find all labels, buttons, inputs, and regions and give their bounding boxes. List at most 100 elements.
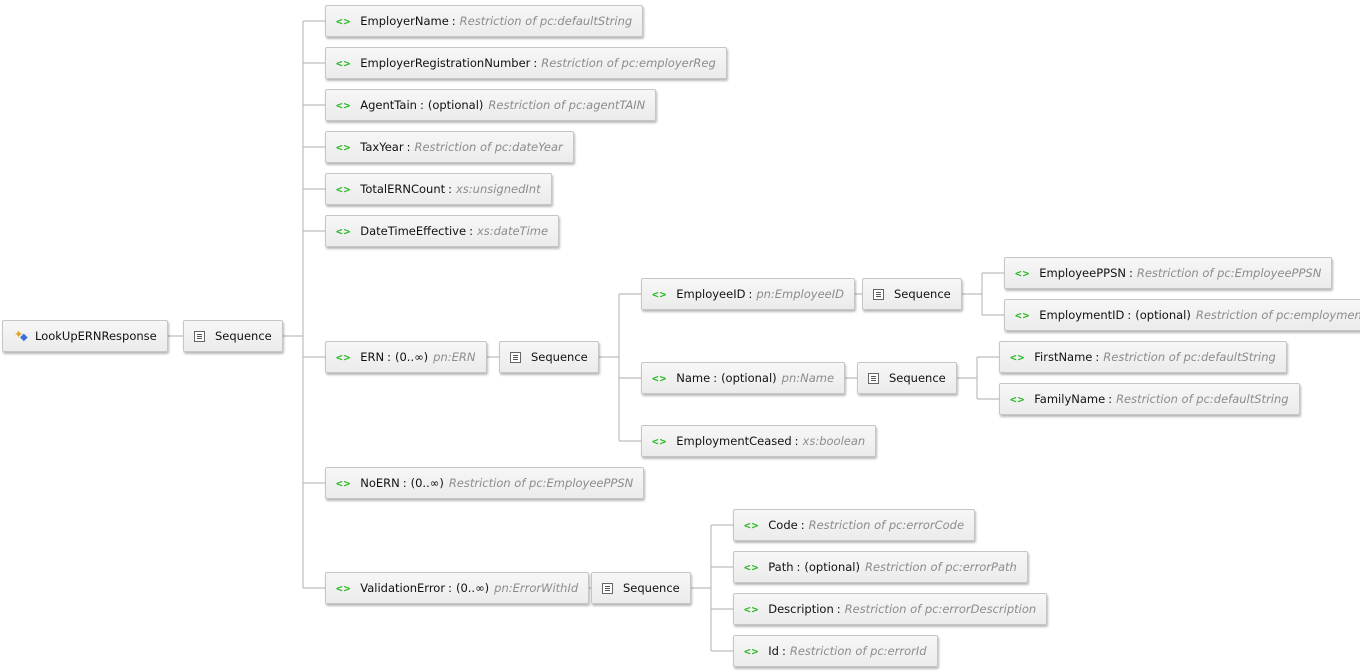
- element-type: Restriction of pc:employmentID: [1195, 308, 1360, 322]
- element-icon: <>: [336, 476, 352, 490]
- name-sequence-node[interactable]: Sequence: [857, 362, 957, 394]
- element-type: pn:EmployeeID: [756, 287, 844, 301]
- sequence-icon: [868, 372, 879, 384]
- element-icon: <>: [744, 518, 760, 532]
- element-icon: <>: [336, 182, 352, 196]
- sequence-label: Sequence: [531, 350, 588, 364]
- element-node-no-ern[interactable]: <> NoERN: (0..∞) Restriction of pc:Emplo…: [325, 467, 645, 499]
- element-type: Restriction of pc:employerReg: [541, 56, 716, 70]
- element-node-id[interactable]: <> Id: Restriction of pc:errorId: [733, 635, 938, 667]
- element-node-tax-year[interactable]: <> TaxYear: Restriction of pc:dateYear: [325, 131, 574, 163]
- element-node-name[interactable]: <> Name: (optional) pn:Name: [641, 362, 846, 394]
- element-type: Restriction of pc:errorPath: [864, 560, 1017, 574]
- element-node-validation-error[interactable]: <> ValidationError: (0..∞) pn:ErrorWithI…: [325, 572, 590, 604]
- element-node-agent-tain[interactable]: <> AgentTain: (optional) Restriction of …: [325, 89, 657, 121]
- element-type: pn:ERN: [433, 350, 476, 364]
- sequence-icon: [510, 351, 521, 363]
- element-node-employee-ppsn[interactable]: <> EmployeePPSN: Restriction of pc:Emplo…: [1004, 257, 1333, 289]
- root-element-node[interactable]: ✦◆ LookUpERNResponse: [2, 320, 168, 352]
- element-icon: <>: [744, 602, 760, 616]
- element-node-date-time-effective[interactable]: <> DateTimeEffective: xs:dateTime: [325, 215, 560, 247]
- element-cardinality: (0..∞): [394, 350, 429, 364]
- element-name: EmploymentID: [1039, 308, 1125, 322]
- sequence-icon: [194, 330, 205, 342]
- element-icon: <>: [336, 350, 352, 364]
- element-name: AgentTain: [360, 98, 417, 112]
- sequence-icon: [873, 288, 884, 300]
- element-icon: <>: [652, 434, 668, 448]
- sequence-label: Sequence: [894, 287, 951, 301]
- element-icon: <>: [336, 56, 352, 70]
- element-type: Restriction of pc:defaultString: [459, 14, 633, 28]
- element-name: EmployerRegistrationNumber: [360, 56, 531, 70]
- element-cardinality: (0..∞): [455, 581, 490, 595]
- element-name: TaxYear: [360, 140, 404, 154]
- ern-sequence-node[interactable]: Sequence: [499, 341, 599, 373]
- element-name: Code: [768, 518, 798, 532]
- element-type: Restriction of pc:errorCode: [808, 518, 965, 532]
- element-type: Restriction of pc:defaultString: [1116, 392, 1289, 406]
- element-type: pn:ErrorWithId: [494, 581, 579, 595]
- element-icon: <>: [1010, 392, 1026, 406]
- element-name: EmployerName: [360, 14, 449, 28]
- element-node-path[interactable]: <> Path: (optional) Restriction of pc:er…: [733, 551, 1028, 583]
- sequence-label: Sequence: [623, 581, 680, 595]
- element-type: Restriction of pc:EmployeePPSN: [1136, 266, 1322, 280]
- element-name: TotalERNCount: [360, 182, 446, 196]
- element-node-first-name[interactable]: <> FirstName: Restriction of pc:defaultS…: [999, 341, 1287, 373]
- element-cardinality: (optional): [804, 560, 860, 574]
- element-node-employer-name[interactable]: <> EmployerName: Restriction of pc:defau…: [325, 5, 644, 37]
- element-type: Restriction of pc:agentTAIN: [488, 98, 646, 112]
- element-node-ern[interactable]: <> ERN: (0..∞) pn:ERN: [325, 341, 487, 373]
- element-cardinality: (optional): [721, 371, 777, 385]
- element-icon: <>: [336, 14, 352, 28]
- element-node-employee-id[interactable]: <> EmployeeID: pn:EmployeeID: [641, 278, 855, 310]
- element-name: Path: [768, 560, 794, 574]
- element-name: DateTimeEffective: [360, 224, 467, 238]
- element-name: EmployeeID: [676, 287, 746, 301]
- element-node-employer-registration-number[interactable]: <> EmployerRegistrationNumber: Restricti…: [325, 47, 727, 79]
- element-node-family-name[interactable]: <> FamilyName: Restriction of pc:default…: [999, 383, 1300, 415]
- element-icon: <>: [336, 98, 352, 112]
- sequence-label: Sequence: [889, 371, 946, 385]
- element-type: Restriction of pc:EmployeePPSN: [448, 476, 634, 490]
- element-type: xs:boolean: [802, 434, 866, 448]
- element-type: Restriction of pc:defaultString: [1103, 350, 1276, 364]
- element-type: Restriction of pc:dateYear: [414, 140, 563, 154]
- element-name: Id: [768, 644, 779, 658]
- element-type: xs:unsignedInt: [456, 182, 541, 196]
- element-icon: <>: [744, 644, 760, 658]
- element-icon: <>: [1015, 308, 1031, 322]
- employee-id-sequence-node[interactable]: Sequence: [862, 278, 962, 310]
- element-name: EmployeePPSN: [1039, 266, 1126, 280]
- element-type: Restriction of pc:errorId: [789, 644, 927, 658]
- sequence-icon: [602, 582, 613, 594]
- element-name: Description: [768, 602, 834, 616]
- element-name: EmploymentCeased: [676, 434, 792, 448]
- element-name: NoERN: [360, 476, 400, 490]
- element-type: xs:dateTime: [476, 224, 549, 238]
- element-cardinality: (optional): [427, 98, 484, 112]
- element-name: ERN: [360, 350, 385, 364]
- element-cardinality: (0..∞): [410, 476, 444, 490]
- element-icon: <>: [1015, 266, 1031, 280]
- element-type: pn:Name: [781, 371, 835, 385]
- element-icon: <>: [336, 140, 352, 154]
- element-name: ValidationError: [360, 581, 446, 595]
- element-node-employment-id[interactable]: <> EmploymentID: (optional) Restriction …: [1004, 299, 1360, 331]
- element-icon: <>: [336, 581, 352, 595]
- element-icon: <>: [652, 287, 668, 301]
- element-node-code[interactable]: <> Code: Restriction of pc:errorCode: [733, 509, 976, 541]
- element-name: FamilyName: [1034, 392, 1106, 406]
- sequence-label: Sequence: [215, 329, 272, 343]
- element-node-employment-ceased[interactable]: <> EmploymentCeased: xs:boolean: [641, 425, 877, 457]
- element-icon: <>: [652, 371, 668, 385]
- element-node-total-ern-count[interactable]: <> TotalERNCount: xs:unsignedInt: [325, 173, 552, 205]
- element-icon: <>: [336, 224, 352, 238]
- validation-error-sequence-node[interactable]: Sequence: [591, 572, 691, 604]
- element-icon: <>: [1010, 350, 1026, 364]
- complex-element-icon: ✦◆: [14, 328, 28, 343]
- element-cardinality: (optional): [1135, 308, 1191, 322]
- element-node-description[interactable]: <> Description: Restriction of pc:errorD…: [733, 593, 1048, 625]
- root-sequence-node[interactable]: Sequence: [183, 320, 283, 352]
